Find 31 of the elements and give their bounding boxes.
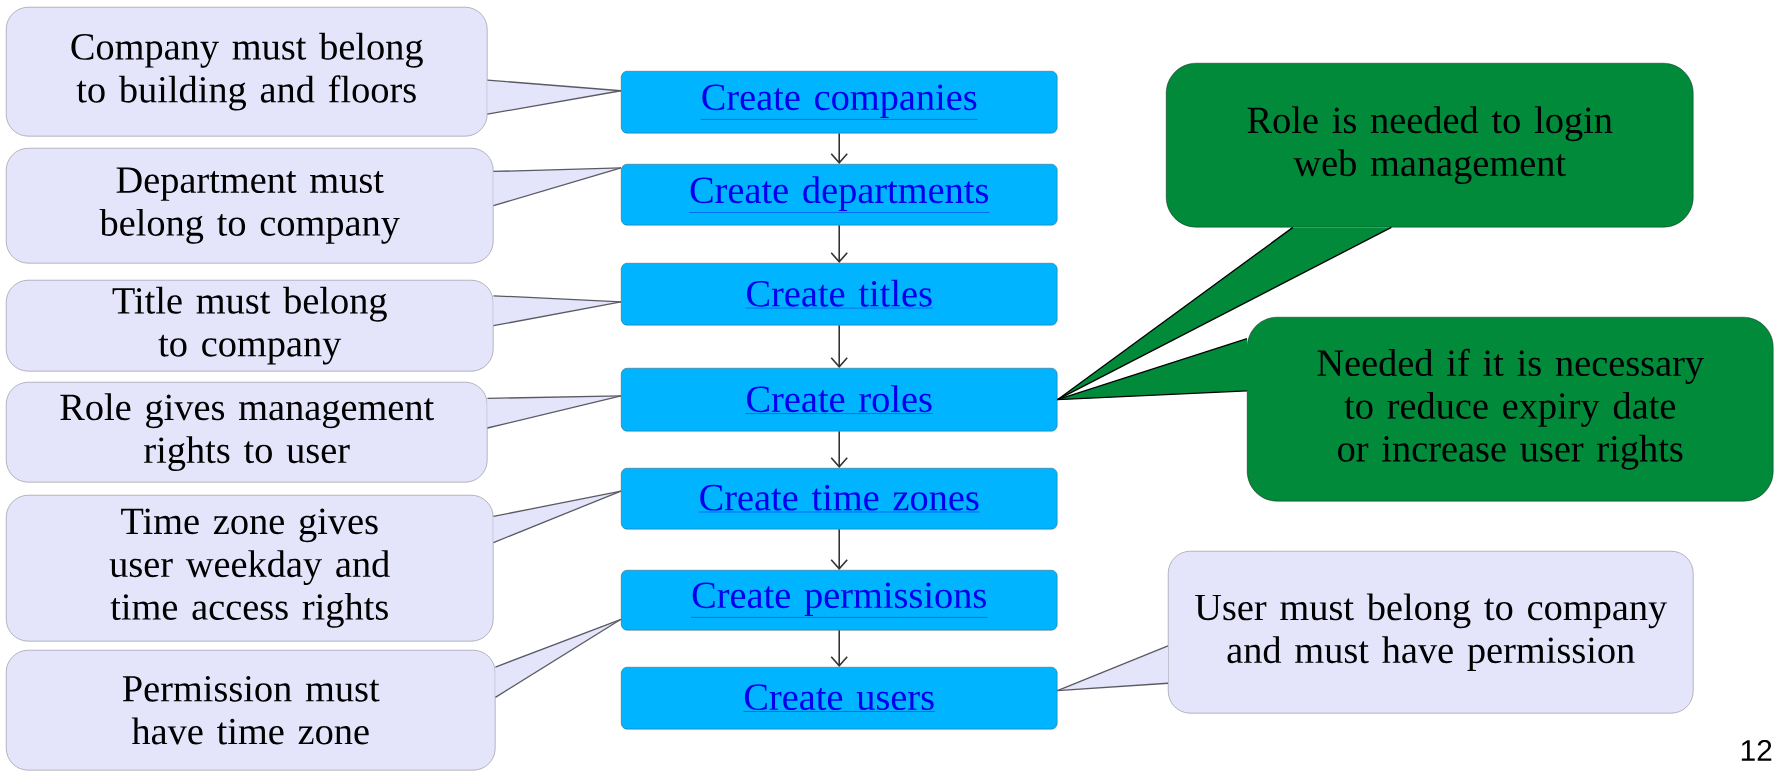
- leader-line: [1056, 338, 1248, 401]
- arrow: [830, 528, 848, 570]
- arrow: [830, 629, 848, 667]
- process-box: Create titles: [621, 263, 1058, 326]
- leader-line: [494, 618, 622, 668]
- callout-bubble: Title must belong to company: [6, 280, 622, 372]
- callout-bubble: Role gives management rights to user: [6, 382, 622, 483]
- leader-line: [1056, 645, 1169, 692]
- process-box: Create departments: [621, 164, 1058, 226]
- callout-bubble: Needed if it is necessary to reduce expiry date or increase user rights: [1056, 317, 1774, 502]
- leader-line: [486, 79, 622, 92]
- process-box: Create permissions: [621, 570, 1058, 631]
- node-label: Permission must have time zone: [122, 675, 380, 745]
- leader-line: [492, 490, 622, 518]
- process-box: Create time zones: [621, 468, 1058, 530]
- leader-line: [492, 295, 622, 303]
- arrow: [830, 224, 848, 263]
- arrow: [830, 430, 848, 468]
- leader-line: [492, 167, 622, 173]
- arrow: [830, 132, 848, 164]
- callout-bubble: Company must belong to building and floors: [6, 7, 622, 137]
- process-box: Create companies: [621, 71, 1058, 134]
- callout-bubble: Department must belong to company: [6, 148, 622, 264]
- callout-bubble: User must belong to company and must have permission: [1056, 551, 1694, 714]
- leader-line: [486, 395, 622, 399]
- process-box: Create users: [621, 667, 1058, 730]
- page-number: 12: [1741, 739, 1772, 761]
- arrow: [830, 324, 848, 368]
- leader-line: [1056, 226, 1294, 401]
- callout-bubble: Time zone gives user weekday and time access rights: [6, 490, 622, 642]
- process-box: Create roles: [621, 368, 1058, 432]
